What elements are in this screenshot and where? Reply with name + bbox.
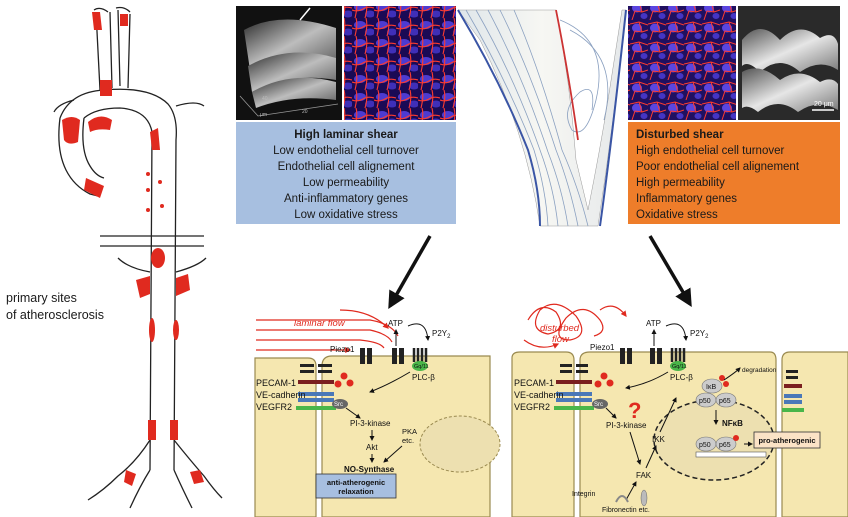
disturbed-vecad-label: VE-cadherin [514,390,564,400]
disturbed-p2y2-label: P2Y2 [690,329,709,340]
high-laminar-box [236,122,456,224]
disturbed-flow-label2: flow [552,334,570,345]
arrow-laminar [388,235,432,310]
laminar-pka-etc-label: etc. [402,436,414,445]
laminar-akt-label: Akt [366,443,378,452]
disturbed-item: Inflammatory genes [636,193,737,205]
high-laminar-item: Anti-inflammatory genes [284,193,408,205]
disturbed-item: High permeability [636,177,725,189]
laminar-pi3k-label: PI-3-kinase [350,419,391,428]
disturbed-title: Disturbed shear [636,129,724,141]
integrin-label: Integrin [572,491,595,498]
disturbed-text: Disturbed shear High endothelial cell tu… [636,127,799,223]
arrow-disturbed [648,235,692,308]
sem-disturbed-image: 20 μm [738,6,840,120]
laminar-src-label: Src [334,402,343,408]
disturbed-gq-label: Gq/11 [672,364,687,370]
fibronectin-label: Fibronectin etc. [602,507,650,514]
laminar-atp-label: ATP [388,319,403,328]
high-laminar-text: High laminar shear Low endothelial cell … [236,127,456,223]
primary-sites-line2: of atherosclerosis [6,308,104,322]
micro-axis-20: 20 [302,109,308,115]
disturbed-item: Poor endothelial cell alignement [636,161,800,173]
p50-label-nuclear: p50 [699,442,711,449]
laminar-gq-label: Gq/11 [414,364,429,370]
p65-label-nuclear: p65 [719,442,731,449]
laminar-pecam-label: PECAM-1 [256,378,296,388]
laminar-outcome-line1: anti-atherogenic [327,478,385,487]
disturbed-pi3k-label: PI-3-kinase [606,421,647,430]
disturbed-vegfr-label: VEGFR2 [514,402,550,412]
laminar-cell-diagram: laminar flow PECAM-1 VE-cadherin VEGFR2 … [254,309,501,517]
disturbed-item: High endothelial cell turnover [636,145,785,157]
lesion-sites [62,12,204,486]
disturbed-pecam-label: PECAM-1 [514,378,554,388]
artery-drawing [53,6,223,509]
primary-sites-line1: primary sites [6,291,77,305]
laminar-vegfr-label: VEGFR2 [256,402,292,412]
p50-label-top: p50 [699,398,711,405]
nfkb-label: NFκB [722,419,743,428]
disturbed-atp-label: ATP [646,319,661,328]
disturbed-plc-label: PLC-β [670,373,693,382]
p65-label-top: p65 [719,398,731,405]
disturbed-question-mark: ? [628,398,641,423]
fluorescence-laminar-image [344,6,456,120]
disturbed-ikk-label: IKK [652,435,666,444]
primary-sites-label: primary sites of atherosclerosis [6,290,104,324]
high-laminar-item: Low endothelial cell turnover [273,145,419,157]
laminar-outcome-line2: relaxation [338,487,374,496]
disturbed-item: Oxidative stress [636,209,718,221]
laminar-pka-label: PKA [402,427,417,436]
disturbed-fak-label: FAK [636,471,652,480]
ikb-label: IκB [706,384,716,391]
laminar-nos-label: NO-Synthase [344,465,395,474]
micro-axis-40: 40 [262,96,268,102]
laminar-piezo-label: Piezo1 [330,345,355,354]
bifurcation-illustration [457,9,627,227]
high-laminar-title: High laminar shear [294,129,398,141]
disturbed-box [628,122,840,224]
laminar-flow-label: laminar flow [294,318,346,329]
laminar-vecad-label: VE-cadherin [256,390,306,400]
laminar-p2y2-label: P2Y2 [432,329,451,340]
high-laminar-item: Endothelial cell alignement [277,161,415,173]
sem-laminar-image: 40 20 μm [236,6,342,120]
laminar-plc-label: PLC-β [412,373,435,382]
disturbed-piezo-label: Piezo1 [590,343,615,352]
disturbed-flow-label1: disturbed [540,323,580,334]
pro-atherogenic-label: pro-atherogenic [758,436,815,445]
disturbed-src-label: Src [594,402,603,408]
disturbed-cell-diagram: disturbed flow PECAM-1 VE-cadherin VEGFR… [511,303,848,517]
fluorescence-disturbed-image [628,6,736,120]
degradation-label: degradation [742,367,777,374]
high-laminar-item: Low oxidative stress [294,209,398,221]
micro-axis-um: μm [260,112,267,118]
scale-bar-label: 20 μm [814,101,834,108]
high-laminar-item: Low permeability [302,177,390,189]
